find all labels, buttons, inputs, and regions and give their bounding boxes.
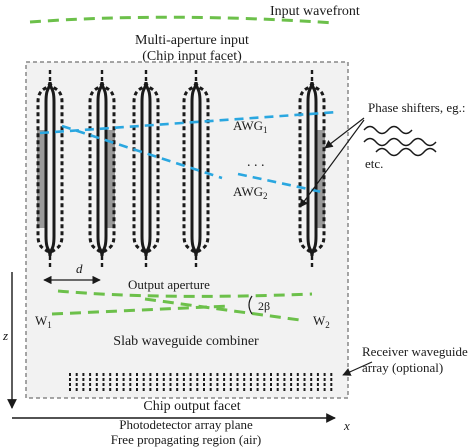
two-beta-angle-arc [248,295,253,315]
awg-arm-waveguide [88,81,104,257]
phase-etc-label: etc. [365,156,383,171]
receiver-label-line2: array (optional) [362,360,443,375]
awg-group-3 [132,70,160,270]
multi-aperture-title: Multi-aperture input [135,33,249,48]
phase-shifter-wave-1 [363,125,413,135]
receiver-pointer [342,361,373,376]
free-region-label: Free propagating region (air) [111,432,262,447]
photodetector-plane-label: Photodetector array plane [119,417,253,432]
awg-arm-waveguide [182,81,198,257]
d-spacing-label: d [76,261,83,276]
chip-output-facet-label: Chip output facet [143,399,240,414]
two-beta-label: 2β [258,299,270,313]
awg-arm-waveguide [100,81,116,257]
awg1-path-line [39,110,339,135]
phase-shifter-block [37,130,45,228]
awg-arm-waveguide [48,81,64,257]
w2-label: W2 [313,313,330,330]
receiver-label-line1: Receiver waveguide [362,344,468,359]
z-axis-label: z [2,328,8,343]
input-wavefront-curve [29,15,336,25]
awg-arm-waveguide [306,81,314,257]
awg-arm-waveguide [44,81,52,257]
phase-shifter-block [107,130,115,228]
w1-label: W1 [35,313,52,330]
phase-shifters-label: Phase shifters, eg.: [368,100,465,115]
output-aperture-label: Output aperture [128,277,210,292]
phase-shifter-pointer-1 [324,117,365,149]
awg-arm-waveguide [36,81,52,257]
awg-arm-waveguide [310,81,326,257]
awg2-path-line-left [61,124,223,180]
awg-arm-waveguide [96,81,104,257]
input-wavefront-label: Input wavefront [270,4,360,19]
awg-arm-waveguide [194,81,210,257]
awg-arm-waveguide [144,81,160,257]
phase-shifter-wave-3 [375,147,437,157]
output-aperture-top-curve [57,289,313,298]
phase-shifter-wave-2 [363,137,437,147]
awg-group-1 [36,70,64,270]
receiver-waveguide-array [69,373,333,392]
awg1-label: AWG1 [233,118,268,135]
awg-group-4 [182,70,210,270]
slab-combiner-label: Slab waveguide combiner [113,334,259,349]
awg-ellipsis: . . . [247,155,265,170]
chip-region [25,61,349,399]
awg-arm-waveguide [132,81,148,257]
awg-group-2 [88,70,116,270]
awg2-label: AWG2 [233,184,268,201]
awg-arm-waveguide [298,81,314,257]
w2-beam-line [144,297,301,322]
phase-shifter-pointer-2 [299,119,365,208]
awg-arm-waveguide [140,81,148,257]
x-axis-label: x [343,418,350,433]
chip-input-facet-title: (Chip input facet) [142,49,242,64]
